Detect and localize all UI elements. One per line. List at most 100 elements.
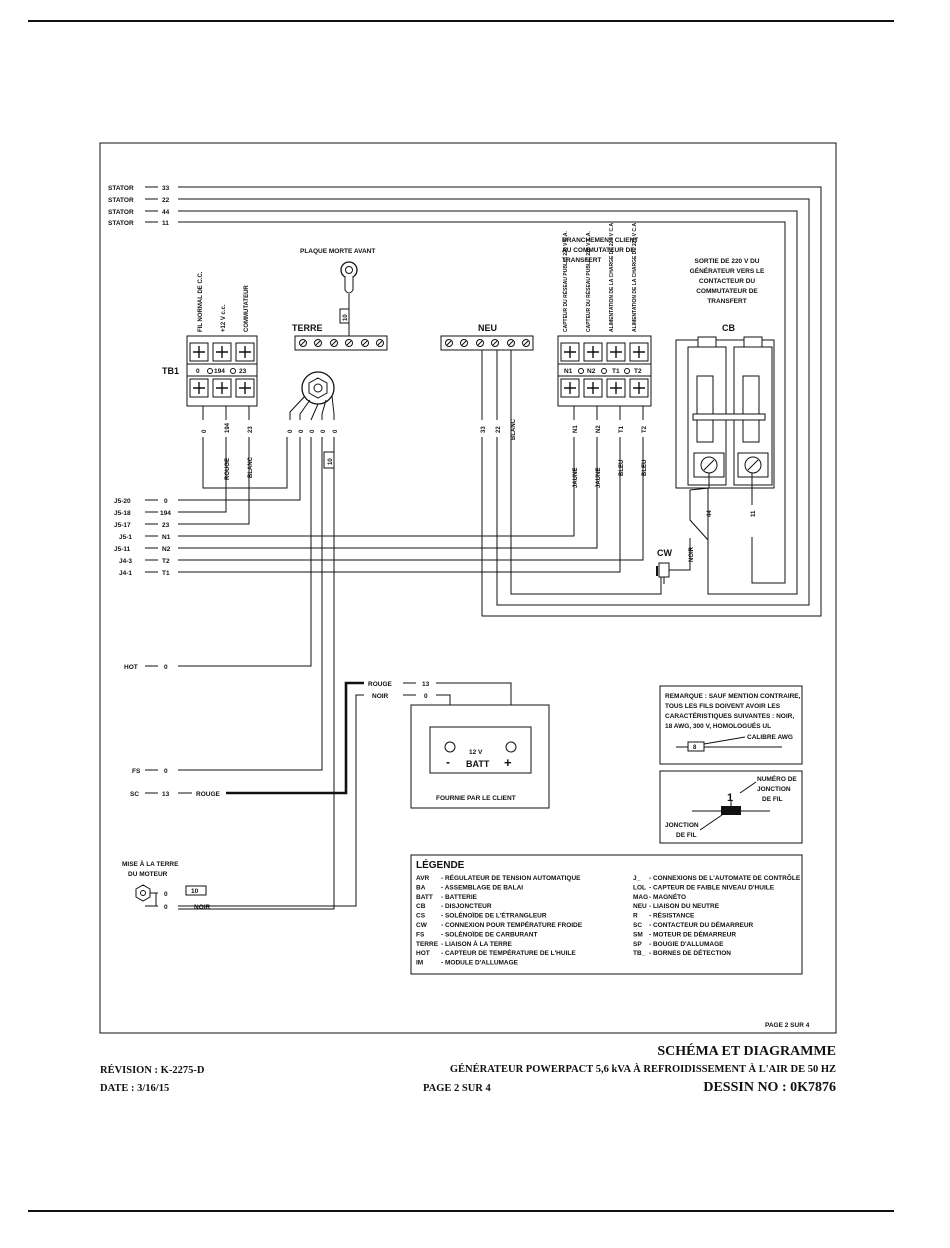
legend-desc: - SOLÉNOÏDE DE L'ÉTRANGLEUR <box>441 911 547 920</box>
footer-page: PAGE 2 SUR 4 <box>423 1083 491 1094</box>
left-term-num: N1 <box>162 534 171 541</box>
legend-desc: - LIAISON DU NEUTRE <box>649 903 720 910</box>
batt-minus: - <box>446 755 450 769</box>
legend-desc: - SOLÉNOÏDE DE CARBURANT <box>441 929 537 938</box>
ground-tag: 10 <box>191 888 199 895</box>
left-term-num: 0 <box>164 498 168 505</box>
tb1-block: FIL NORMAL DE C.C. +12 V c.c. COMMUTATEU… <box>162 271 288 525</box>
remark-line: 18 AWG, 300 V, HOMOLOGUÉS UL <box>665 721 771 730</box>
stator-num: 44 <box>162 209 170 216</box>
tb1-term: 194 <box>214 368 225 375</box>
branch-title-line: AU COMMUTATEUR DE <box>562 247 635 254</box>
cb-title-line: GÉNÉRATEUR VERS LE <box>690 266 765 275</box>
legend-abbr: FS <box>416 931 425 938</box>
legend-desc: - CAPTEUR DE FAIBLE NIVEAU D'HUILE <box>649 884 775 891</box>
terre-wire: 0 <box>288 429 294 433</box>
cb-wire: 44 <box>707 510 713 517</box>
terre-wire: 0 <box>333 429 339 433</box>
junction-num-label: NUMÉRO DE <box>757 774 797 783</box>
batt-plus: + <box>504 755 512 770</box>
footer-date: DATE : 3/16/15 <box>100 1083 170 1094</box>
legend-desc: - RÉSISTANCE <box>649 911 695 920</box>
ground-title-line2: DU MOTEUR <box>128 871 168 878</box>
terre-wire-tag: 10 <box>328 458 334 465</box>
left-term-label: J4-3 <box>119 558 132 565</box>
terre-tag: 10 <box>343 314 349 321</box>
hot-label: HOT <box>124 664 138 671</box>
legend-abbr: BA <box>416 884 426 891</box>
sc-color: ROUGE <box>196 791 221 798</box>
legend-desc: - BOUGIE D'ALLUMAGE <box>649 941 724 948</box>
hot-num: 0 <box>164 664 168 671</box>
remark-gauge-label: CALIBRE AWG <box>747 734 793 741</box>
ground-title-line1: MISE À LA TERRE <box>122 859 179 868</box>
branch-wire: N2 <box>596 425 602 433</box>
legend-abbr: CW <box>416 922 428 929</box>
cw-block: CW <box>656 538 691 584</box>
junction-label: JONCTION <box>665 822 699 829</box>
terre-block: PLAQUE MORTE AVANT 10 TERRE 10 <box>178 248 388 910</box>
junction-num-label: JONCTION <box>757 786 791 793</box>
legend-abbr: SM <box>633 931 643 938</box>
stator-num: 33 <box>162 185 170 192</box>
legend-abbr: TB_ <box>633 950 646 957</box>
sc-label: SC <box>130 791 139 798</box>
tb1-wire: 23 <box>248 426 254 433</box>
batt-noir-num: 0 <box>424 693 428 700</box>
fs-num: 0 <box>164 768 168 775</box>
branch-wire: T1 <box>619 425 625 433</box>
tb1-term: 0 <box>196 368 200 375</box>
tb1-header: COMMUTATEUR <box>244 285 250 332</box>
legend-desc: - CAPTEUR DE TEMPÉRATURE DE L'HUILE <box>441 948 576 957</box>
cb-wire: 11 <box>751 510 757 517</box>
legend-abbr: NEU <box>633 903 647 910</box>
stator-num: 11 <box>162 220 169 227</box>
stator-wires <box>145 186 822 617</box>
legend-abbr: R <box>633 913 638 920</box>
legend-abbr: CS <box>416 913 426 920</box>
ground-num2: 0 <box>164 904 168 911</box>
batt-noir-label: NOIR <box>372 693 389 700</box>
branch-color: BLEU <box>619 460 625 476</box>
ground-color: NOIR <box>194 904 211 911</box>
bottom-rule <box>28 1210 894 1212</box>
stator-label: STATOR <box>108 197 134 204</box>
batt-rouge-label: ROUGE <box>368 681 393 688</box>
left-term-label: J5-11 <box>114 546 131 553</box>
legend-desc: - BATTERIE <box>441 894 478 901</box>
legend-abbr: HOT <box>416 950 430 957</box>
batt-caption: FOURNIE PAR LE CLIENT <box>436 795 516 802</box>
branch-term: N1 <box>564 368 573 375</box>
terre-title: PLAQUE MORTE AVANT <box>300 248 375 255</box>
branch-wire: N1 <box>573 425 579 433</box>
legend-abbr: IM <box>416 960 423 967</box>
cb-noir: NOIR <box>689 546 695 562</box>
left-term-label: J5-20 <box>114 498 131 505</box>
left-term-num: 194 <box>160 510 171 517</box>
batt-name: BATT <box>466 759 490 769</box>
terre-wire: 0 <box>299 429 305 433</box>
stator-label: STATOR <box>108 220 134 227</box>
legend-abbr: SC <box>633 922 642 929</box>
tb1-color: ROUGE <box>225 458 231 480</box>
legend-desc: - CONTACTEUR DU DÉMARREUR <box>649 920 754 929</box>
batt-voltage: 12 V <box>469 749 483 756</box>
cb-title-line: TRANSFERT <box>707 298 746 305</box>
legend-abbr: MAG <box>633 894 648 901</box>
terre-wire: 0 <box>321 429 327 433</box>
left-term-num: N2 <box>162 546 171 553</box>
stator-label: STATOR <box>108 185 134 192</box>
branch-header: ALIMENTATION DE LA CHARGE DE 220 V C.A. <box>632 221 638 332</box>
top-rule <box>28 20 894 22</box>
stator-labels: STATOR 33 STATOR 22 STATOR 44 STATOR 11 <box>108 185 170 227</box>
diagram-frame <box>99 142 837 1034</box>
branch-color: JAUNE <box>573 468 579 488</box>
branch-term: T1 <box>612 368 620 375</box>
left-term-label: J5-18 <box>114 510 131 517</box>
legend-desc: - CONNEXIONS DE L'AUTOMATE DE CONTRÔLE <box>649 873 801 882</box>
left-term-num: 23 <box>162 522 170 529</box>
legend-desc: - RÉGULATEUR DE TENSION AUTOMATIQUE <box>441 873 581 882</box>
legend-abbr: LOL <box>633 884 646 891</box>
legend-desc: - MAGNÉTO <box>649 892 686 901</box>
